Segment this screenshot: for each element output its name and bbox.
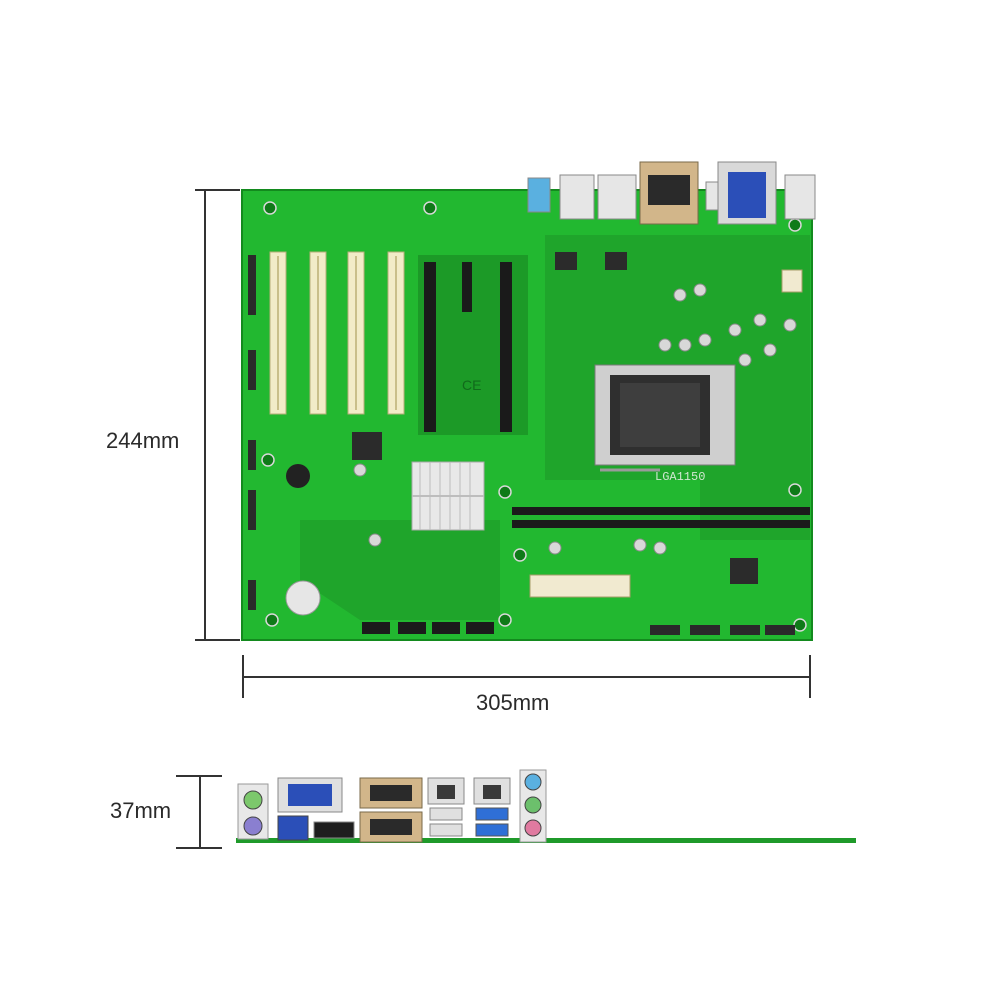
chipset-heatsink bbox=[411, 461, 485, 531]
ps2-mouse-port bbox=[243, 816, 263, 836]
socket-label: LGA1150 bbox=[655, 470, 705, 484]
cpu-power-connector bbox=[781, 269, 803, 293]
audio-line-in-jack bbox=[524, 773, 542, 791]
ce-mark: CE bbox=[462, 377, 481, 393]
buzzer bbox=[286, 464, 310, 488]
lan-chip bbox=[555, 252, 577, 270]
usb3-port-2 bbox=[475, 823, 509, 837]
depth-dimension-label: 37mm bbox=[110, 798, 172, 823]
bottom-headers bbox=[650, 625, 795, 635]
audio-line-out-jack bbox=[524, 796, 542, 814]
width-dimension-line bbox=[242, 655, 811, 698]
audio-mic-jack bbox=[524, 819, 542, 837]
ps2-keyboard-port bbox=[243, 790, 263, 810]
usb-port-2 bbox=[429, 823, 463, 837]
usb-port-1 bbox=[429, 807, 463, 821]
super-io-chip bbox=[352, 432, 382, 460]
depth-dimension-line bbox=[176, 775, 222, 849]
pcie-slots bbox=[424, 262, 512, 432]
capacitors bbox=[353, 283, 797, 555]
left-headers bbox=[248, 255, 256, 610]
lan-chip-2 bbox=[605, 252, 627, 270]
atx-power-connector bbox=[529, 574, 631, 598]
dimm-slots bbox=[512, 507, 810, 528]
pci-slots bbox=[269, 251, 405, 415]
side-view-rear-io bbox=[237, 769, 547, 843]
height-dimension-label: 244mm bbox=[106, 428, 180, 453]
vga-port bbox=[288, 784, 332, 806]
hdmi-port bbox=[313, 821, 355, 839]
bios-chip bbox=[730, 558, 758, 584]
pcb-shade-region-2 bbox=[300, 520, 500, 620]
dvi-port bbox=[277, 815, 309, 841]
usb3-port-1 bbox=[475, 807, 509, 821]
width-dimension-label: 305mm bbox=[476, 690, 550, 715]
rear-io-top bbox=[527, 161, 816, 225]
sata-ports bbox=[362, 622, 494, 634]
com-port-1 bbox=[370, 785, 412, 801]
cpu-socket bbox=[594, 364, 736, 472]
height-dimension-line bbox=[195, 189, 240, 641]
cmos-battery bbox=[285, 580, 321, 616]
mounting-holes bbox=[261, 201, 807, 632]
com-port-2 bbox=[370, 819, 412, 835]
